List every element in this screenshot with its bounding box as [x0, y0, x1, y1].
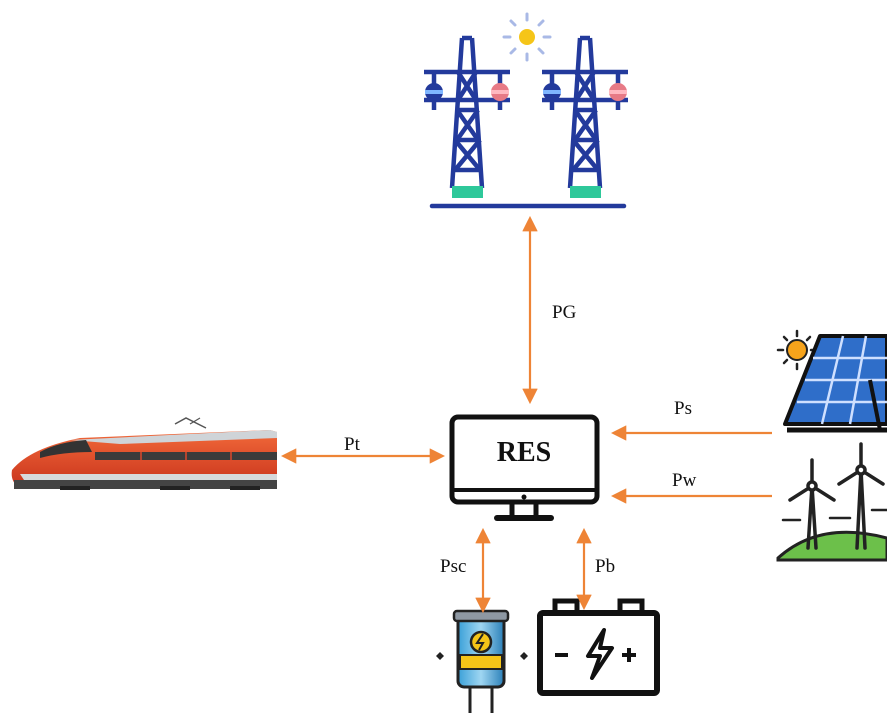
- battery-flow-label: Pb: [595, 556, 615, 577]
- supercapacitor-icon: [436, 609, 528, 713]
- train-icon: [11, 417, 278, 490]
- solar-flow-label: Ps: [674, 398, 692, 419]
- res-label: RES: [497, 437, 551, 468]
- solar-panel-icon: [776, 329, 887, 433]
- power-grid-icon: [424, 12, 628, 209]
- sun-icon: [502, 12, 552, 62]
- wind-turbine-icon: [776, 442, 887, 562]
- battery-icon: [537, 598, 660, 696]
- grid-flow-label: PG: [552, 302, 577, 323]
- monitor-icon: [449, 414, 600, 521]
- train-flow-label: Pt: [344, 434, 361, 455]
- supercap-flow-label: Psc: [440, 556, 466, 577]
- wind-flow-label: Pw: [672, 470, 697, 491]
